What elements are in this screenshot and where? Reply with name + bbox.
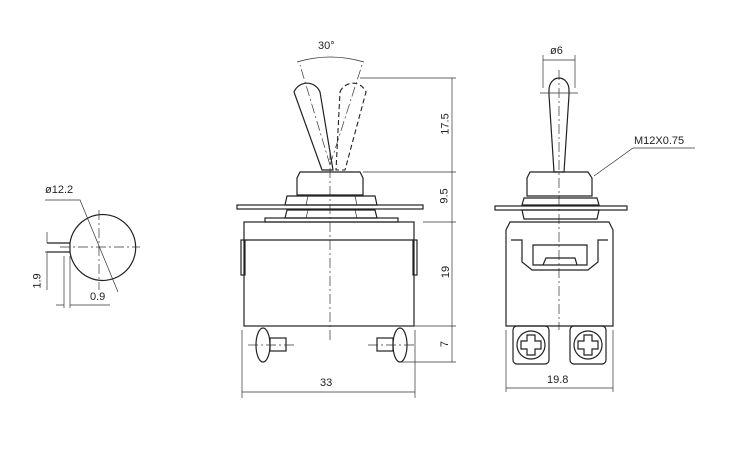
angle-label: 30°: [318, 40, 335, 52]
diameter-label: ø12.2: [45, 184, 74, 196]
side-view-shape: [494, 55, 695, 392]
width-label: 0.9: [90, 291, 106, 303]
bushing-height-label: 9.5: [438, 188, 451, 204]
body-height-label: 19: [440, 265, 453, 279]
front-width-label: 33: [320, 377, 333, 389]
screw-right: [569, 325, 607, 365]
height-label: 1.9: [31, 273, 44, 289]
thread-label: M12X0.75: [634, 135, 685, 147]
screw-left: [512, 325, 550, 365]
terminal-right: [368, 327, 414, 363]
front-view-shape: [236, 56, 456, 398]
lever-height-label: 17.5: [439, 113, 452, 135]
lever-diameter-label: ø6: [550, 45, 563, 57]
terminal-height-label: 7: [439, 340, 452, 348]
left-view-shape: [45, 199, 140, 308]
terminal-left: [248, 327, 296, 363]
side-width-label: 19.8: [547, 374, 569, 386]
